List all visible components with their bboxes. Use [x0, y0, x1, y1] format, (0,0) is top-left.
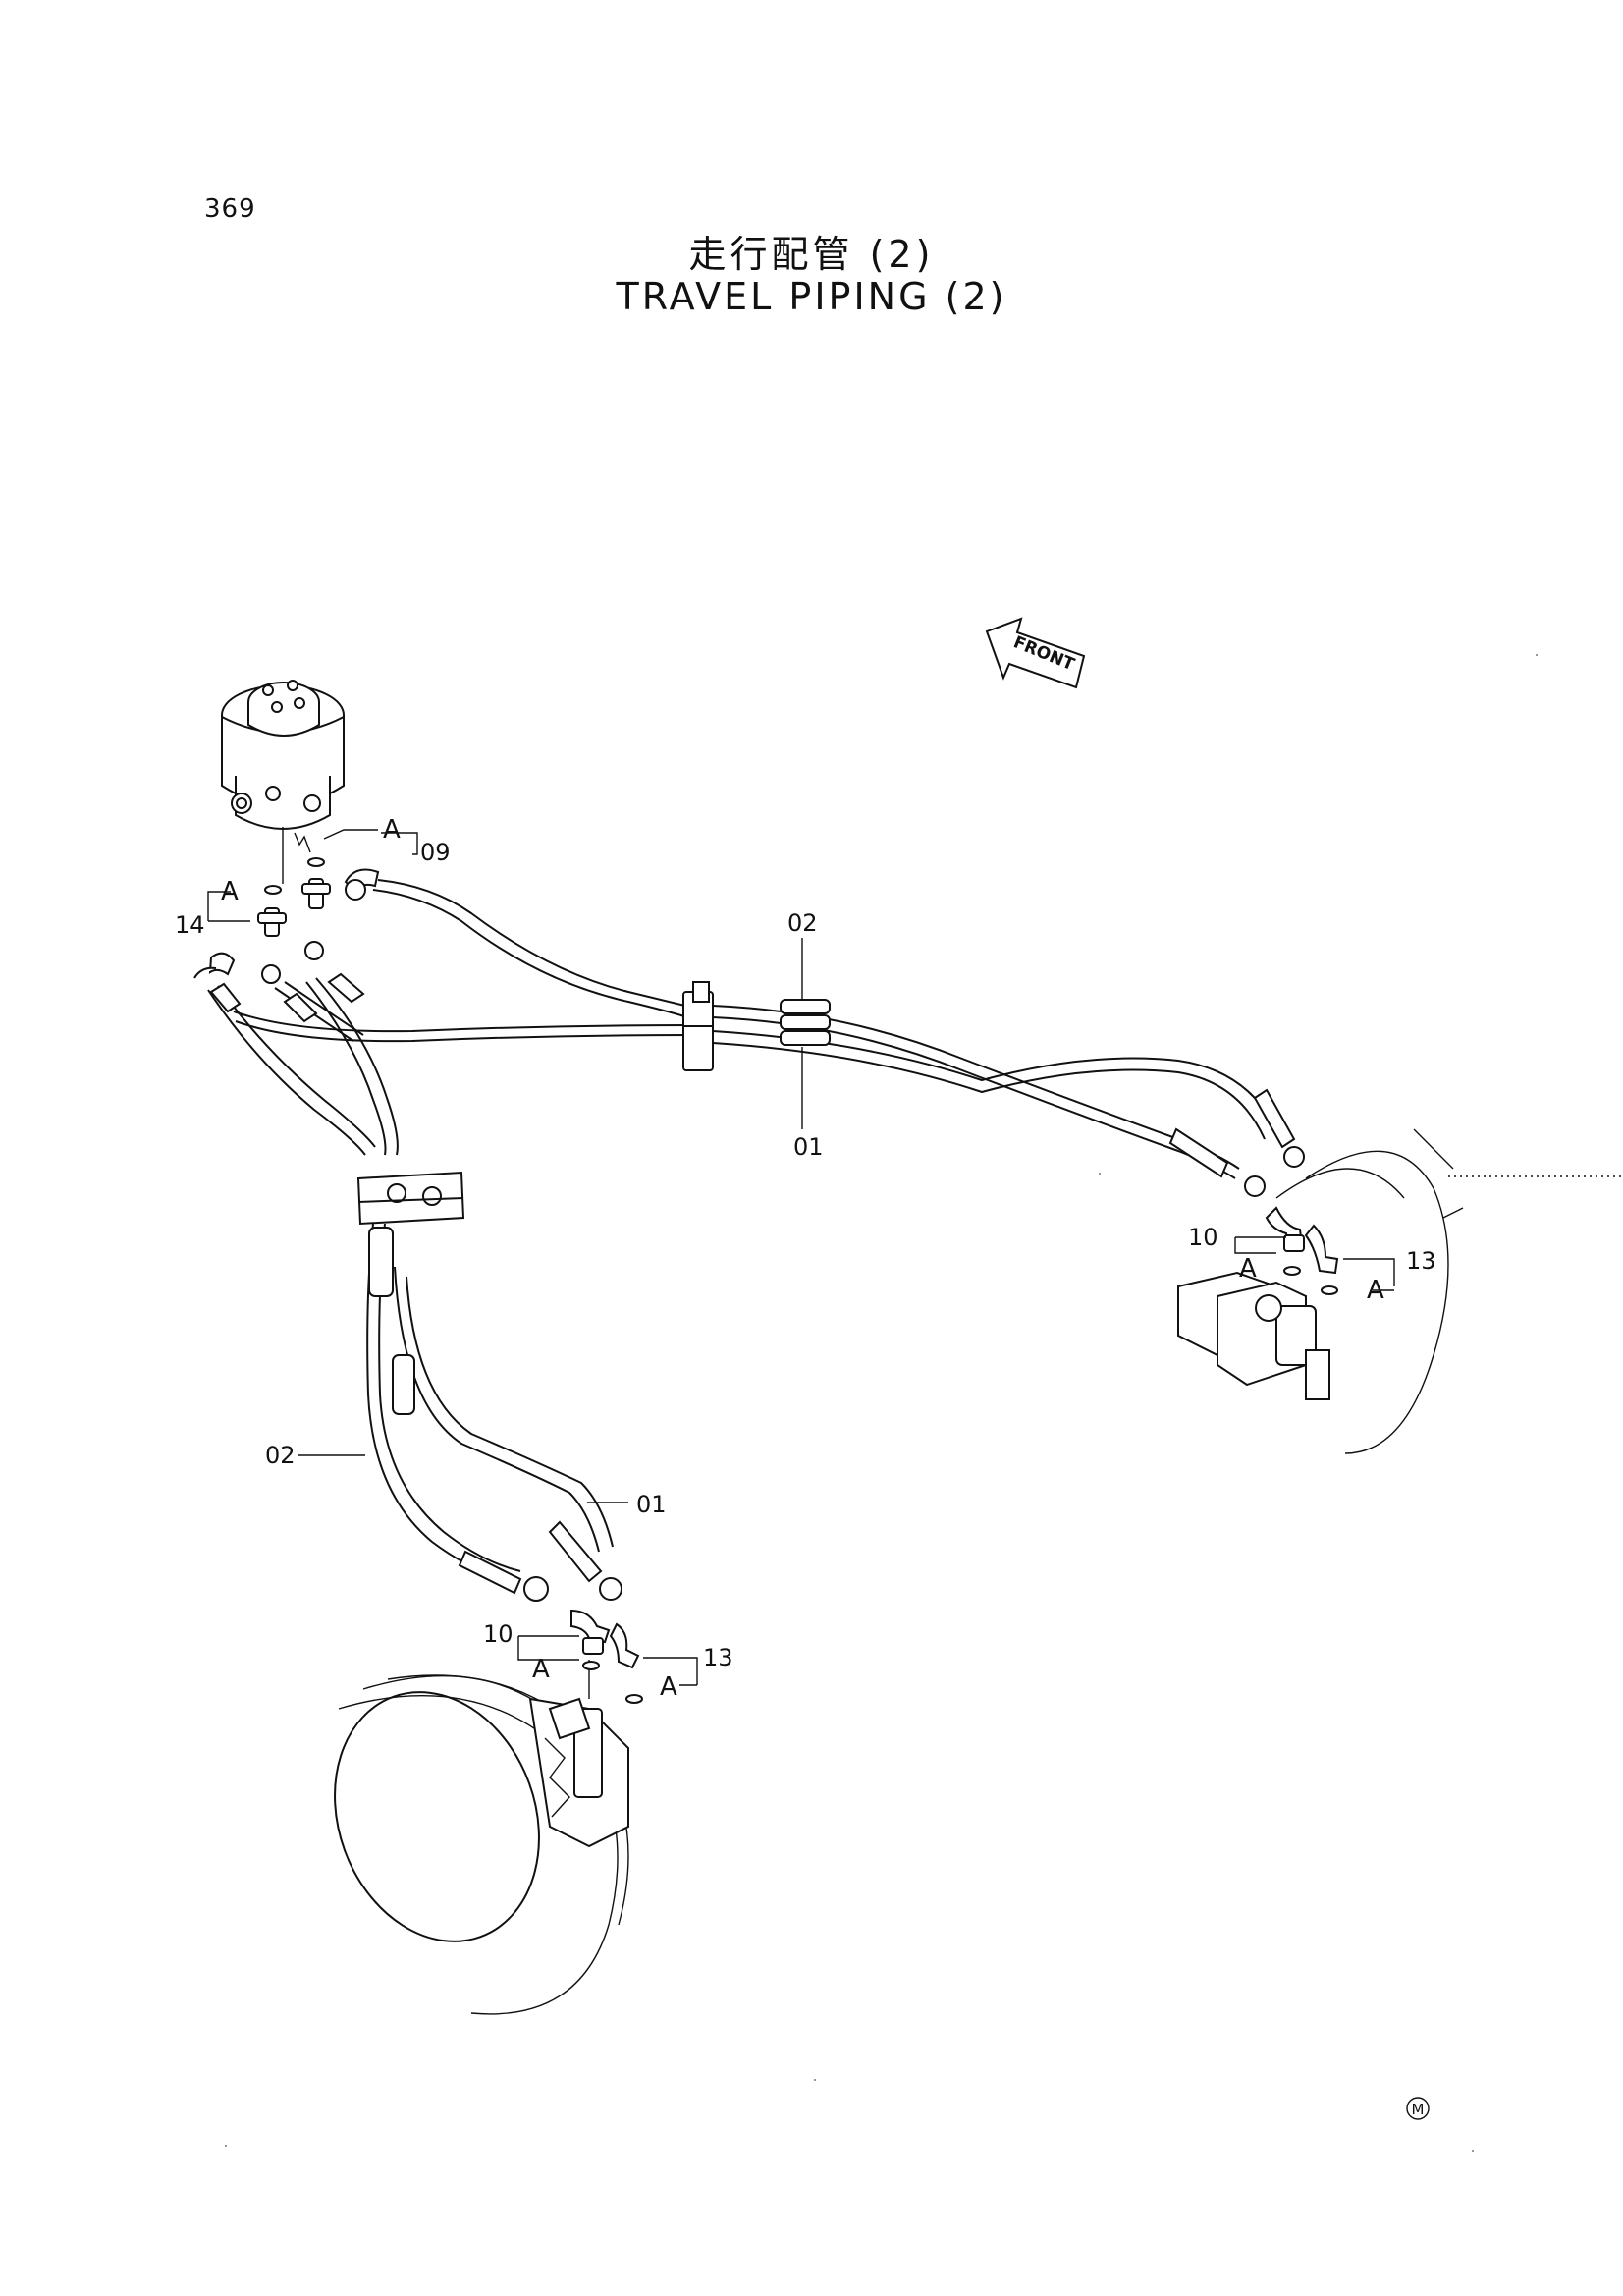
page-title-english: TRAVEL PIPING (2): [616, 275, 1007, 318]
page-number: 369: [204, 194, 256, 224]
swivel-joint: [221, 680, 345, 884]
ref-marker-a: A: [1367, 1276, 1384, 1305]
hose-clamp-lower: [356, 1171, 465, 1226]
page-title-japanese: 走行配管 (2): [688, 233, 935, 276]
callout-02-upper: 02: [787, 909, 818, 937]
scan-specks: [225, 654, 1538, 2152]
footer-mark-letter: M: [1412, 2101, 1425, 2118]
ref-marker-a: A: [1239, 1254, 1257, 1284]
ref-marker-a: A: [221, 877, 239, 906]
callout-13-bottom: 13: [703, 1644, 733, 1671]
callout-01-upper: 01: [793, 1133, 824, 1161]
front-arrow-icon: FRONT: [985, 617, 1086, 689]
travel-motor-bottom: [334, 1660, 629, 2015]
right-fittings: [1265, 1206, 1339, 1295]
hoses-lower: [366, 1223, 622, 1602]
hoses-right: [712, 999, 1305, 1197]
callout-10-bottom: 10: [483, 1620, 514, 1648]
ref-marker-a: A: [383, 815, 401, 845]
callout-13-right: 13: [1406, 1247, 1436, 1275]
callout-14: 14: [175, 911, 205, 939]
leader-lines: [207, 829, 1395, 1686]
callout-09: 09: [420, 839, 451, 866]
swivel-fittings: [193, 857, 380, 984]
callout-10-right: 10: [1188, 1224, 1218, 1251]
hose-clamp-upper: [682, 981, 714, 1071]
ref-marker-a: A: [532, 1655, 550, 1684]
hoses-upper: [207, 879, 694, 1156]
callout-02-lower: 02: [265, 1442, 296, 1469]
callout-01-lower: 01: [636, 1491, 667, 1518]
travel-motor-right: [1177, 1128, 1623, 1454]
ref-marker-a: A: [660, 1672, 677, 1702]
footer-circled-mark: M: [1406, 2097, 1430, 2120]
bottom-fittings: [570, 1609, 643, 1704]
